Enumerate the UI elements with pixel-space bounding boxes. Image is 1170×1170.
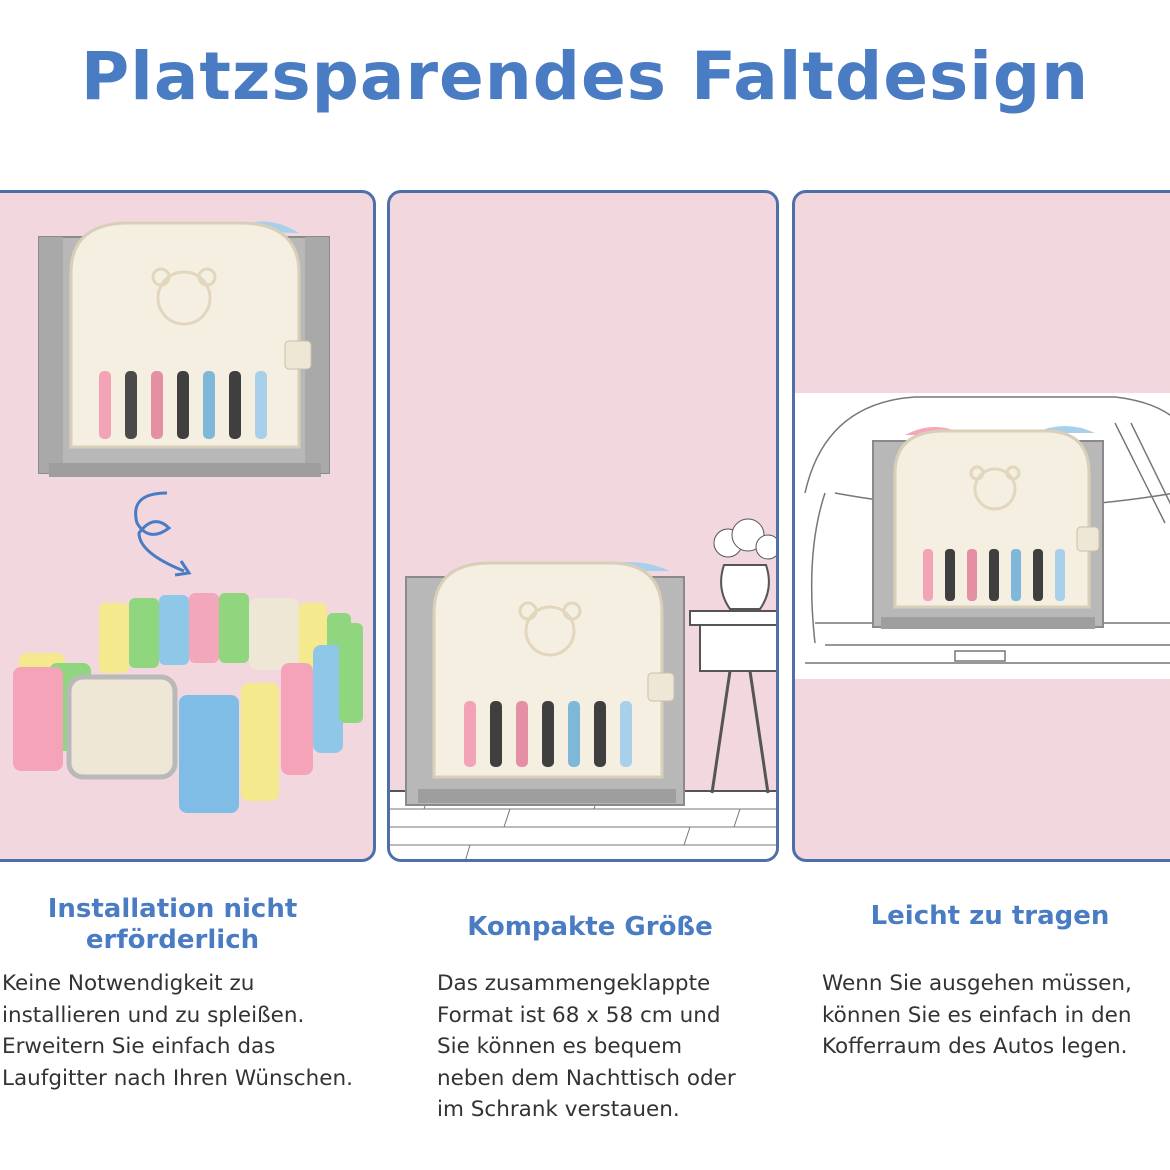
gate-by-nightstand-illustration [390,518,776,859]
feature-heading-carry: Leicht zu tragen [830,901,1150,932]
text-line: Das zusammengeklappte [437,971,711,996]
text-line: können Sie es einfach in den [822,1002,1132,1028]
text-line: neben dem Nachttisch oder [437,1065,736,1091]
feature-text-compact: Das zusammengeklappte Format ist 68 x 58… [437,968,797,1126]
text-line: Sie können es bequem [437,1034,683,1059]
text-line: Erweitern Sie einfach das [2,1034,276,1059]
folded-playpen-illustration [13,221,363,813]
text-line: im Schrank verstauen. [437,1097,680,1122]
text-line: Format ist 68 x 58 cm und [437,1002,721,1028]
text-line: Laufgitter nach Ihren Wünschen. [2,1065,353,1091]
heading-line: erförderlich [85,925,260,955]
panel-easy-carry [792,190,1170,862]
feature-text-carry: Wenn Sie ausgehen müssen, können Sie es … [822,968,1170,1063]
heading-line: Installation nicht [47,894,298,924]
panel-installation [0,190,376,862]
feature-heading-compact: Kompakte Größe [430,912,750,943]
text-line: installieren und zu spleißen. [2,1002,305,1028]
feature-heading-installation: Installation nicht erförderlich [20,894,325,956]
page-title: Platzsparendes Faltdesign [80,38,1090,115]
text-line: Keine Notwendigkeit zu [2,971,255,996]
text-line: Wenn Sie ausgehen müssen, [822,971,1132,996]
heading-line: Leicht zu tragen [870,901,1110,931]
panel-compact-size [387,190,779,862]
heading-line: Kompakte Größe [467,912,713,942]
text-line: Kofferraum des Autos legen. [822,1034,1128,1059]
gate-in-car-trunk-illustration [795,393,1170,679]
feature-text-installation: Keine Notwendigkeit zu installieren und … [2,968,422,1094]
